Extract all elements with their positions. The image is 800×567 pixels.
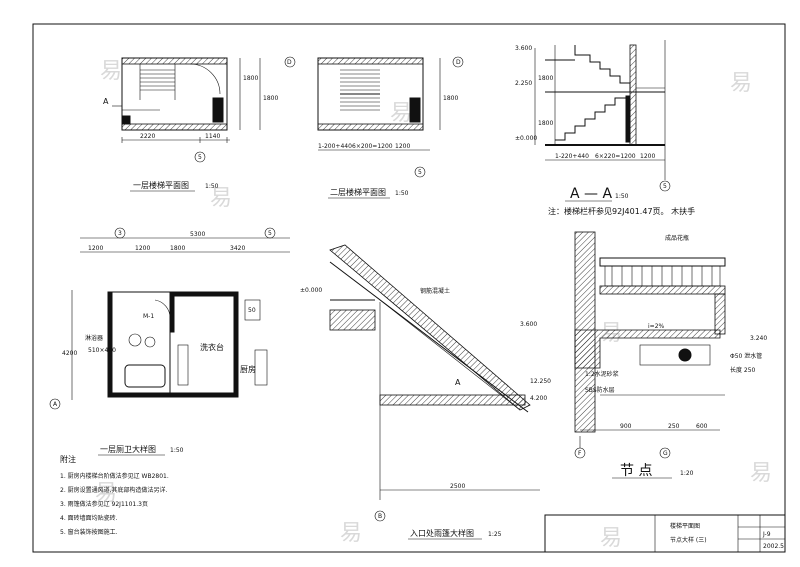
section-mark-a: A — [103, 97, 109, 106]
svg-text:厨房: 厨房 — [240, 364, 256, 374]
svg-text:3.240: 3.240 — [750, 335, 767, 342]
svg-text:易: 易 — [340, 521, 362, 546]
svg-text:12.250: 12.250 — [530, 378, 551, 385]
svg-text:1200: 1200 — [395, 143, 410, 150]
svg-text:钢筋混凝土: 钢筋混凝土 — [420, 287, 450, 295]
svg-text:2220: 2220 — [140, 133, 155, 140]
section-aa-title: A — A — [570, 186, 612, 202]
svg-text:6×220=1200: 6×220=1200 — [595, 153, 636, 160]
stair-plan-1-title: 一层楼梯平面图 — [133, 180, 189, 190]
svg-text:1800: 1800 — [538, 120, 553, 127]
canopy-detail: A ±0.000 12.250 4.200 钢筋混凝土 2500 B 入口处雨篷… — [300, 244, 551, 540]
svg-text:A: A — [455, 378, 461, 387]
svg-text:5: 5 — [418, 169, 422, 176]
svg-text:900: 900 — [620, 423, 632, 430]
title-block: 楼梯平面图 节点大样 (三) J-9 2002.5 — [544, 514, 786, 553]
stair-plan-1: A 2220 1140 1800 1800 D 5 一层楼梯平面图 1:50 — [103, 56, 296, 192]
svg-text:510×400: 510×400 — [88, 347, 116, 354]
svg-text:易: 易 — [600, 526, 622, 551]
note-item: 2. 厨房设置通风道,其底部构造做法另详. — [60, 486, 168, 494]
drawing-name: 楼梯平面图 — [670, 522, 700, 530]
svg-text:易: 易 — [390, 101, 412, 126]
svg-text:洗衣台: 洗衣台 — [200, 342, 224, 352]
stair-plan-2-title: 二层楼梯平面图 — [330, 187, 386, 197]
svg-text:1-200+440: 1-200+440 — [318, 143, 352, 150]
svg-text:5: 5 — [663, 183, 667, 190]
svg-text:1-220+440: 1-220+440 — [555, 153, 589, 160]
svg-text:M-1: M-1 — [143, 313, 154, 320]
svg-text:4200: 4200 — [62, 350, 77, 357]
svg-text:SBS防水层: SBS防水层 — [585, 386, 615, 394]
svg-text:Φ50 泄水管: Φ50 泄水管 — [730, 352, 762, 360]
toilet-detail-title: 一层厕卫大样图 — [100, 444, 156, 454]
sheet-frame — [32, 23, 786, 553]
svg-text:1800: 1800 — [443, 95, 458, 102]
svg-text:1:20: 1:20 — [680, 470, 694, 477]
node-detail: 900 250 600 3.600 3.240 成品花瓶 Φ50 泄水管 长度 … — [520, 231, 767, 479]
svg-text:D: D — [287, 59, 292, 66]
svg-text:2500: 2500 — [450, 483, 465, 490]
toilet-detail: 5300 3 5 1200 1200 1800 3420 50 M-1 洗衣台 … — [49, 227, 290, 456]
sheet-number: J-9 — [762, 531, 771, 538]
svg-text:250: 250 — [668, 423, 680, 430]
svg-text:1:50: 1:50 — [615, 193, 629, 200]
svg-text:1800: 1800 — [170, 245, 185, 252]
svg-text:B: B — [378, 513, 382, 520]
svg-text:3: 3 — [118, 230, 122, 237]
note-item: 1. 厨房内楼梯台阶做法参见辽 WB2801. — [60, 472, 169, 480]
note-item: 3. 雨篷做法参见辽 92J1101.3页 — [60, 500, 148, 508]
svg-text:1:25: 1:25 — [488, 531, 502, 538]
svg-text:2.250: 2.250 — [515, 80, 532, 87]
note-item: 4. 面砖墙面均贴瓷砖. — [60, 514, 118, 522]
svg-text:50: 50 — [248, 307, 256, 314]
svg-text:1140: 1140 — [205, 133, 220, 140]
svg-text:3.600: 3.600 — [515, 45, 532, 52]
svg-text:4.200: 4.200 — [530, 395, 547, 402]
svg-text:1800: 1800 — [538, 75, 553, 82]
svg-text:易: 易 — [100, 59, 122, 84]
svg-text:i=2%: i=2% — [648, 323, 665, 330]
svg-text:1:50: 1:50 — [170, 447, 184, 454]
section-aa: 3.600 2.250 ±0.000 1800 1800 1-220+440 6… — [515, 40, 695, 216]
svg-text:5: 5 — [268, 230, 272, 237]
notes-heading: 附注 — [60, 454, 76, 464]
node-detail-title: 节 点 — [620, 463, 652, 479]
svg-text:F: F — [578, 450, 582, 457]
svg-text:3.600: 3.600 — [520, 321, 537, 328]
svg-text:1:50: 1:50 — [205, 183, 219, 190]
svg-text:3420: 3420 — [230, 245, 245, 252]
svg-text:A: A — [53, 401, 58, 408]
svg-text:D: D — [456, 59, 461, 66]
svg-text:1:2水泥砂浆: 1:2水泥砂浆 — [585, 370, 619, 378]
svg-text:易: 易 — [210, 186, 232, 211]
svg-text:±0.000: ±0.000 — [515, 135, 537, 142]
notes-block: 附注 1. 厨房内楼梯台阶做法参见辽 WB2801. 2. 厨房设置通风道,其底… — [60, 454, 169, 536]
watermark-layer: 易 易 易 易 易 易 易 易 易 — [95, 59, 772, 551]
svg-text:5300: 5300 — [190, 231, 205, 238]
drawing-date: 2002.5 — [763, 543, 784, 550]
svg-text:1200: 1200 — [640, 153, 655, 160]
drawing-name-2: 节点大样 (三) — [670, 536, 707, 544]
svg-text:1200: 1200 — [135, 245, 150, 252]
svg-text:6×200=1200: 6×200=1200 — [352, 143, 393, 150]
svg-text:1800: 1800 — [243, 75, 258, 82]
svg-text:600: 600 — [696, 423, 708, 430]
svg-text:±0.000: ±0.000 — [300, 287, 322, 294]
svg-text:长度 250: 长度 250 — [730, 366, 756, 374]
svg-text:易: 易 — [730, 71, 752, 96]
svg-text:易: 易 — [95, 481, 117, 506]
svg-text:1:50: 1:50 — [395, 190, 409, 197]
svg-text:易: 易 — [750, 461, 772, 486]
svg-text:5: 5 — [198, 154, 202, 161]
svg-text:淋浴器: 淋浴器 — [85, 334, 103, 342]
stair-plan-2: 1-200+440 6×200=1200 1200 1800 D 5 二层楼梯平… — [317, 56, 464, 199]
svg-text:成品花瓶: 成品花瓶 — [665, 234, 689, 242]
section-aa-note: 注：楼梯栏杆参见92J401.47页。 木扶手 — [548, 206, 695, 216]
svg-text:G: G — [663, 450, 668, 457]
svg-text:1800: 1800 — [263, 95, 278, 102]
svg-text:1200: 1200 — [88, 245, 103, 252]
note-item: 5. 窗台装饰按图施工. — [60, 528, 118, 536]
canopy-detail-title: 入口处雨篷大样图 — [410, 528, 474, 538]
